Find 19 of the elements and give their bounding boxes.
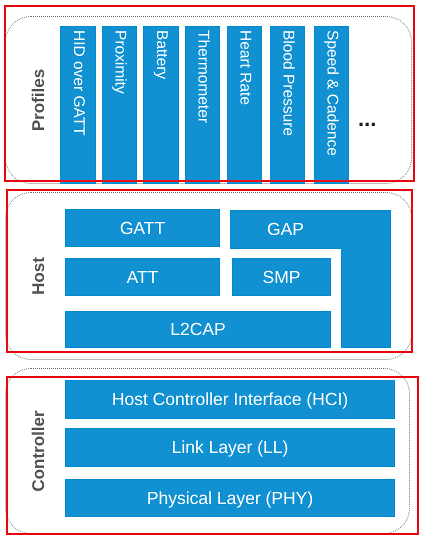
profile-bar: HID over GATT xyxy=(60,26,96,184)
layer-block: L2CAP xyxy=(65,311,331,348)
profile-bar: Proximity xyxy=(102,26,137,184)
profile-bar: Battery xyxy=(143,26,179,184)
layer-block: ATT xyxy=(65,258,220,296)
layer-block: Host Controller Interface (HCI) xyxy=(65,380,395,419)
panel-heading: Host xyxy=(28,257,49,295)
layer-block: Physical Layer (PHY) xyxy=(65,479,395,517)
panel-heading: Profiles xyxy=(28,68,49,132)
layer-block: Link Layer (LL) xyxy=(65,428,395,467)
profile-bar: Speed & Cadence xyxy=(314,26,349,184)
block-label: GAP xyxy=(266,218,305,242)
panel-heading: Controller xyxy=(28,410,49,492)
layer-block: SMP xyxy=(232,258,331,296)
profile-bar: Blood Pressure xyxy=(270,26,305,184)
profile-bar: Thermometer xyxy=(185,26,220,184)
layer-block: GATT xyxy=(65,209,220,247)
profile-bar: Heart Rate xyxy=(227,26,262,184)
ellipsis-text: ... xyxy=(358,108,376,130)
